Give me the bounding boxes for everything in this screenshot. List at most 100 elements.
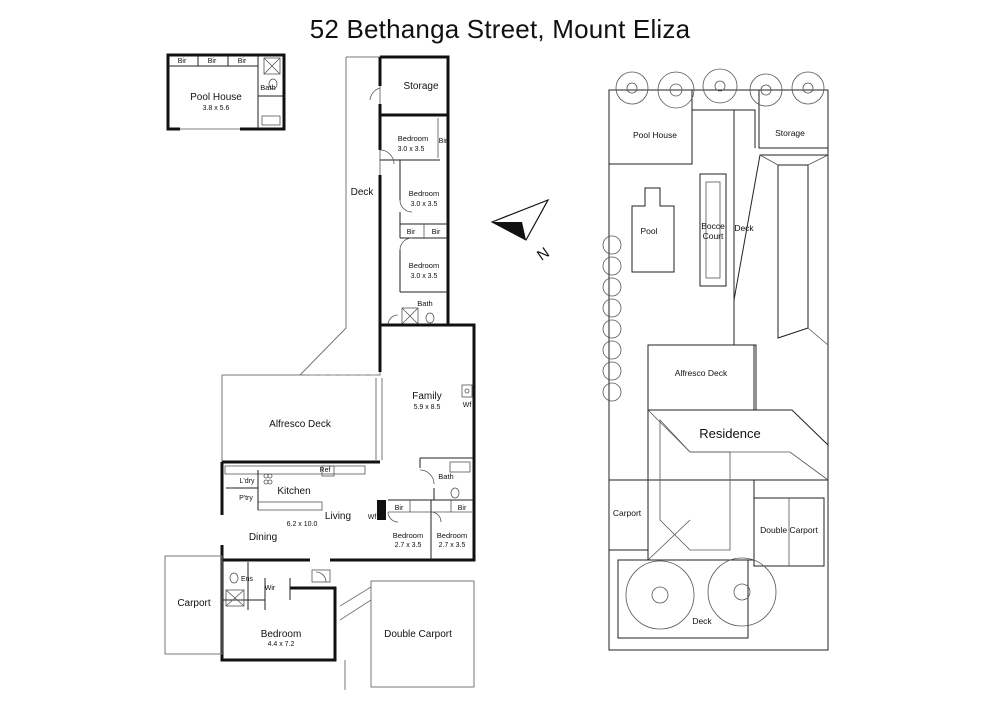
bedroom-3-size: 3.0 x 3.5 — [411, 273, 438, 280]
bir-label: Bir — [407, 229, 416, 236]
bedroom-1-bir: Bir — [439, 138, 448, 145]
living-label: Living — [325, 511, 351, 522]
site-deck — [734, 109, 756, 148]
pool-house-bir: Bir — [208, 58, 217, 65]
tree — [749, 73, 783, 107]
shower-icon — [225, 589, 245, 607]
toilet-icon — [450, 487, 460, 499]
bedroom-3-label: Bedroom — [409, 261, 439, 270]
door-swing — [399, 237, 413, 251]
toilet-icon — [229, 572, 239, 584]
deck-outline — [299, 57, 347, 376]
bedroom-2-size: 3.0 x 3.5 — [411, 201, 438, 208]
main-bedroom-size: 4.4 x 7.2 — [268, 641, 295, 648]
ensuite-label: Ens — [241, 576, 254, 583]
tree — [702, 68, 738, 104]
double-carport-label: Double Carport — [384, 629, 452, 640]
deck-outline — [221, 56, 381, 462]
pool-house-bir: Bir — [178, 58, 187, 65]
pool-house-bir: Bir — [238, 58, 247, 65]
site-bocce-court — [699, 173, 727, 287]
hedge — [602, 298, 622, 318]
appliance-icon — [263, 479, 269, 485]
tree — [707, 557, 777, 627]
site-double-carport-label: Double Carport — [760, 525, 818, 535]
hedge — [602, 382, 622, 402]
tree — [791, 71, 825, 105]
main-bedroom-label: Bedroom — [261, 629, 302, 640]
site-pool-label: Pool — [640, 226, 657, 236]
door-swing — [419, 469, 435, 485]
tree — [714, 80, 726, 92]
site-front-deck — [617, 559, 749, 639]
door-swing — [379, 149, 395, 165]
bocce-line-2: Court — [703, 231, 724, 241]
fireplace-icon — [377, 500, 386, 520]
door-swing — [387, 511, 399, 523]
bench — [224, 465, 366, 475]
house-walls — [380, 323, 476, 562]
family-wf: Wf — [463, 402, 472, 409]
site-pool — [631, 187, 675, 273]
roof-hip — [807, 327, 829, 346]
bath-2-label: Bath — [438, 472, 453, 481]
double-carport-outline — [370, 580, 475, 688]
carport-outline — [164, 555, 223, 655]
tree — [760, 84, 772, 96]
site-front-deck-label: Deck — [692, 616, 712, 626]
tree — [669, 83, 683, 97]
site-storage-label: Storage — [775, 128, 805, 138]
kitchen-label: Kitchen — [277, 486, 310, 497]
north-arrow: N — [490, 198, 553, 264]
roof-hip — [647, 409, 691, 453]
hedge — [602, 361, 622, 381]
bedroom-4-size: 2.7 x 3.5 — [395, 542, 422, 549]
hedge — [602, 256, 622, 276]
site-pool-house — [608, 89, 693, 165]
pantry-label: P'try — [239, 495, 253, 502]
fridge-space — [321, 465, 335, 477]
hedge — [602, 235, 622, 255]
site-residence-label: Residence — [699, 426, 760, 441]
bir-label: Bir — [432, 229, 441, 236]
hedge — [602, 319, 622, 339]
pool-house-bath-label: Bath — [260, 83, 275, 92]
pool-house-size: 3.8 x 5.6 — [203, 105, 230, 112]
tree — [657, 71, 695, 109]
storage-label: Storage — [403, 81, 438, 92]
site-carport-label: Carport — [613, 508, 642, 518]
wood-fire-icon — [461, 384, 473, 398]
site-alfresco-label: Alfresco Deck — [675, 368, 728, 378]
roof-hip — [647, 519, 691, 561]
site-deck-label: Deck — [734, 223, 754, 233]
family-label: Family — [412, 391, 441, 402]
shower-icon — [263, 57, 281, 75]
living-size: 6.2 x 10.0 — [287, 521, 318, 528]
site-storage — [758, 89, 829, 149]
toilet-icon — [425, 312, 435, 324]
site-bocce-inner — [705, 181, 721, 279]
floor-plan: Bir Bir Bir Bath Pool House 3.8 x 5.6 De… — [164, 53, 476, 690]
pool-house: Bir Bir Bir Bath Pool House 3.8 x 5.6 — [166, 53, 286, 131]
compass-fill — [492, 222, 526, 240]
toilet-icon — [268, 78, 278, 90]
entry-step — [311, 569, 331, 583]
door-swing — [315, 571, 327, 583]
carport-label: Carport — [177, 598, 211, 609]
wood-fire-icon — [464, 388, 470, 394]
tree — [651, 586, 669, 604]
site-plan: Pool House Storage Deck Pool Bocce Court… — [602, 68, 829, 651]
bedroom-wing: Bedroom 3.0 x 3.5 Bir Bedroom 3.0 x 3.5 … — [378, 115, 450, 326]
appliance-icon — [263, 473, 269, 479]
tree — [625, 560, 695, 630]
shower-icon — [225, 589, 245, 607]
shower-icon — [263, 57, 281, 75]
bir-label: Bir — [395, 505, 404, 512]
tree — [802, 82, 814, 94]
roof-ridge — [690, 451, 829, 481]
main-house: L'dry P'try Ref Kitchen Family 5.9 x 8.5… — [220, 323, 476, 660]
page-title: 52 Bethanga Street, Mount Eliza — [309, 14, 691, 44]
alfresco-label: Alfresco Deck — [269, 419, 332, 430]
deck-label: Deck — [351, 187, 375, 198]
door-swing — [399, 199, 413, 213]
